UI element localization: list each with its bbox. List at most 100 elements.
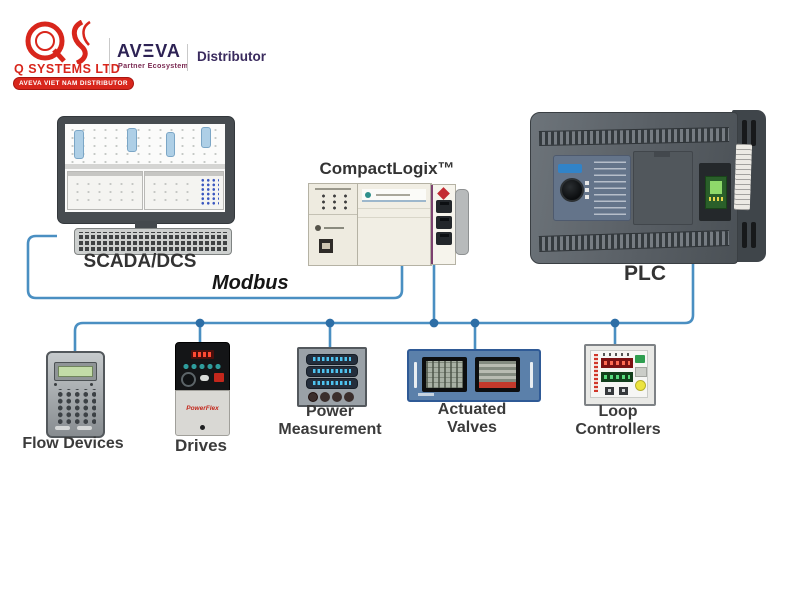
scada-screen-detail	[67, 126, 223, 164]
drive-device: PowerFlex	[175, 342, 230, 436]
module-seam	[309, 214, 358, 215]
valve-panel-device	[407, 349, 541, 402]
drive-brand-text: PowerFlex	[186, 405, 219, 412]
brand-mark	[315, 225, 321, 231]
plc-ethernet-recess	[699, 163, 731, 221]
window-titlebar	[145, 172, 223, 176]
plc-label-sticker	[733, 143, 753, 211]
keypad	[54, 389, 96, 424]
green-button	[635, 355, 645, 363]
ethernet-port	[436, 200, 452, 213]
yellow-button	[635, 380, 646, 391]
terminal-strip-top	[538, 127, 730, 146]
stop-button	[214, 373, 224, 382]
red-bar	[479, 382, 516, 388]
jog-knob	[181, 372, 196, 387]
screw-dot	[54, 383, 57, 386]
drive-body: PowerFlex	[175, 390, 230, 436]
scada-window-left	[67, 171, 143, 210]
plc-round-connector	[560, 178, 584, 202]
groove	[358, 217, 431, 218]
aveva-tagline: Partner Ecosystem	[118, 61, 189, 70]
aveva-logo: AVΞVA	[117, 41, 181, 61]
plc-label: PLC	[624, 262, 666, 285]
function-key	[55, 426, 70, 430]
status-leds	[318, 193, 348, 211]
panel-tick	[414, 362, 417, 388]
screen-content	[426, 361, 463, 388]
header-divider	[109, 38, 110, 74]
plc-brand-label	[558, 164, 582, 173]
window-titlebar	[68, 172, 142, 176]
scada-label: SCADA/DCS	[83, 251, 197, 272]
usb-port	[319, 239, 333, 253]
panel-tick	[530, 362, 533, 388]
vent-slot	[751, 222, 756, 248]
drive-hmi-panel	[175, 342, 230, 392]
vent-slot	[742, 222, 747, 248]
meter-display	[306, 354, 358, 365]
drives-label: Drives	[175, 436, 227, 455]
scale-marks	[603, 353, 633, 356]
monitor-stand	[135, 221, 157, 229]
compactlogix-title: CompactLogix™	[319, 159, 455, 178]
valve-screen-left	[422, 357, 467, 392]
pv-display	[601, 358, 633, 368]
clx-cpu-module	[357, 183, 432, 266]
window-content	[72, 180, 136, 204]
q-systems-logo	[25, 20, 91, 64]
ethernet-port	[436, 232, 452, 245]
company-name: Q SYSTEMS LTD	[14, 62, 121, 76]
rj45-port	[705, 176, 727, 209]
valve-screen-right	[475, 357, 520, 392]
scada-vessel	[201, 127, 211, 148]
scada-window-right	[144, 171, 224, 210]
power-label: Power Measurement	[278, 403, 382, 438]
seven-segment-display	[191, 350, 214, 359]
power-meter-device	[297, 347, 367, 407]
led-dot	[585, 181, 589, 185]
sv-display	[601, 372, 633, 382]
scada-vessel	[166, 132, 175, 157]
usb-slot	[322, 243, 330, 249]
scada-vessel	[74, 130, 84, 159]
flow-device	[46, 351, 105, 438]
module-text	[315, 188, 351, 190]
lcd-screen	[58, 366, 93, 377]
panel-button	[605, 387, 614, 395]
screw-dot	[90, 383, 93, 386]
modbus-label: Modbus	[212, 272, 289, 294]
loop-controller-device	[584, 344, 656, 406]
terminal-strip-bottom	[538, 230, 730, 252]
din-rail-clip	[455, 189, 469, 255]
mounting-hole	[200, 425, 205, 430]
ethernet-port	[436, 216, 452, 229]
panel-brand-mark	[418, 393, 434, 396]
soft-key-row	[182, 363, 223, 370]
gray-button	[635, 367, 647, 377]
meter-display	[306, 366, 358, 377]
brand-text	[324, 227, 344, 229]
controller-faceplate	[590, 350, 648, 398]
lcd-frame	[54, 362, 97, 381]
header-divider	[187, 44, 188, 71]
loop-label: Loop Controllers	[575, 403, 661, 438]
plc-io-panel	[553, 155, 631, 221]
logo-diamond-icon	[437, 187, 450, 200]
module-stripe	[431, 185, 433, 264]
clx-enet-module	[430, 184, 456, 265]
flow-label: Flow Devices	[22, 435, 124, 452]
vent-slot	[742, 120, 747, 146]
meter-display	[306, 378, 358, 389]
header-text	[376, 194, 410, 196]
plc-device	[528, 104, 768, 268]
function-key	[77, 426, 92, 430]
panel-button	[619, 387, 628, 395]
compactlogix-device	[308, 181, 469, 267]
distributor-badge: AVEVA VIET NAM DISTRIBUTOR	[13, 77, 134, 90]
meter-buttons	[308, 392, 318, 402]
scada-screen	[65, 124, 225, 212]
scada-screen-divider	[65, 164, 225, 169]
alarm-grid	[200, 178, 219, 205]
keyboard-keys	[79, 232, 227, 251]
